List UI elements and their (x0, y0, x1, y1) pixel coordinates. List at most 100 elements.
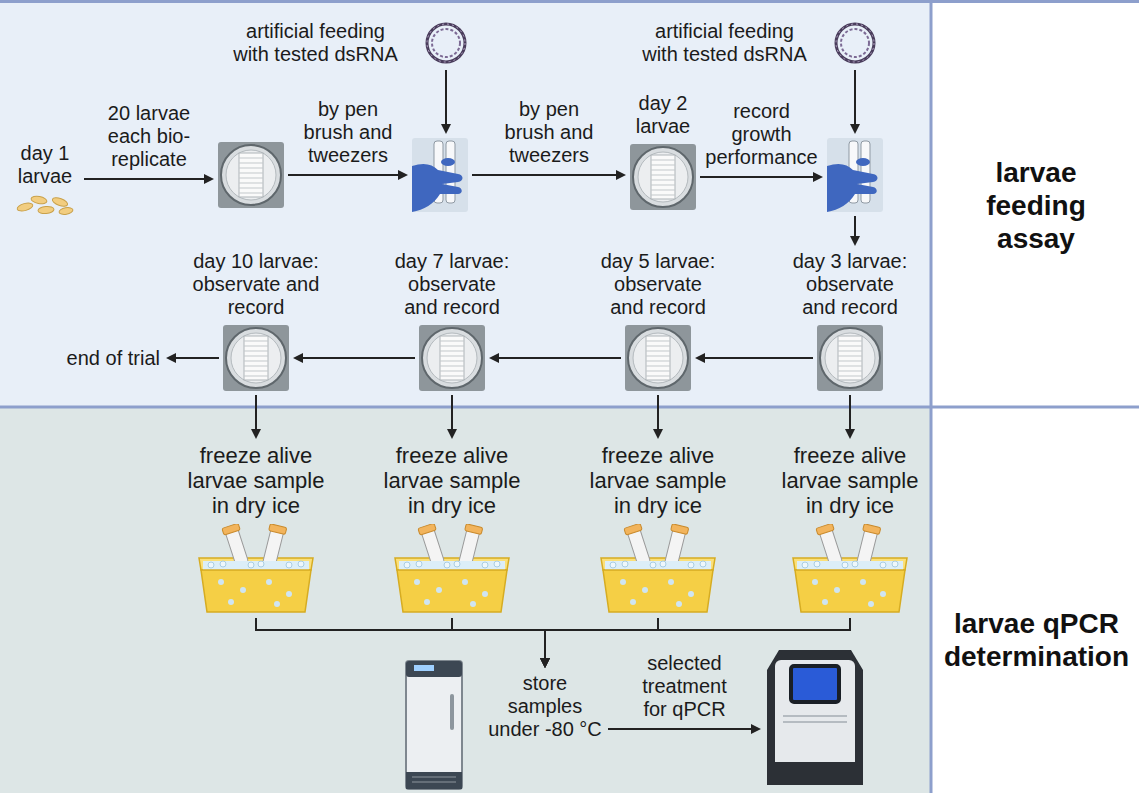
petri-dish-photo (625, 325, 691, 391)
freeze-step: freeze alive larvae sample in dry ice (377, 443, 527, 614)
arrowhead (540, 658, 550, 668)
connector-line (854, 216, 856, 238)
assay-panel: larvae feeding assayday 1 larvaeartifici… (0, 0, 1139, 407)
connector-arrow (845, 395, 855, 439)
dsrna-icon (423, 20, 469, 66)
petri-dish-photo-art (625, 325, 691, 391)
petri-dish-photo (817, 325, 883, 391)
connector-arrow (256, 618, 550, 668)
edge-label: record growth performance (704, 100, 819, 169)
connector-arrow (695, 353, 813, 363)
connector-line (703, 357, 813, 359)
connector-arrow (489, 353, 621, 363)
connector-line (854, 70, 856, 126)
qpcr-machine-art (767, 650, 863, 785)
start-step: day 1 larvae (10, 142, 80, 216)
dsrna-input: artificial feeding with tested dsRNA (228, 20, 469, 66)
larvae-icon (15, 194, 75, 216)
connector-line (608, 728, 753, 730)
node-label: freeze alive larvae sample in dry ice (775, 443, 925, 518)
edge-label: 20 larvae each bio-replicate (99, 102, 199, 171)
connector-arrow (850, 70, 860, 134)
dry-ice-box-art (199, 524, 313, 612)
observation-step: day 10 larvae: observate and record (191, 250, 321, 391)
dsrna-icon (832, 20, 878, 66)
node-label: day 7 larvae: observate and record (392, 250, 512, 319)
arrowhead (845, 429, 855, 439)
freeze-step: freeze alive larvae sample in dry ice (583, 443, 733, 614)
petri-dish-photo (419, 325, 485, 391)
arrowhead (850, 236, 860, 246)
connector-line (472, 174, 618, 176)
feeding-glove-photo (412, 138, 468, 212)
arrowhead (398, 170, 408, 180)
arrowhead (441, 124, 451, 134)
connector-arrow (447, 395, 457, 439)
connector-line (452, 618, 545, 660)
dry-ice-box (191, 524, 321, 614)
edge-label-text: record growth performance (705, 100, 817, 168)
node-label: day 1 larvae (10, 142, 80, 188)
panel-title: larvae qPCR determination (939, 607, 1134, 673)
node-label: artificial feeding with tested dsRNA (228, 20, 403, 66)
connector-arrow (293, 353, 415, 363)
feeding-step (412, 138, 468, 212)
connector-arrow (472, 170, 626, 180)
dish-step: day 2 larvae (628, 92, 698, 210)
freezer-icon (404, 660, 464, 790)
connector-line (288, 174, 400, 176)
edge-label: by pen brush and tweezers (298, 98, 398, 167)
arrowhead (489, 353, 499, 363)
petri-dish-photo (223, 325, 289, 391)
connector-line (849, 395, 851, 431)
dry-ice-box (785, 524, 915, 614)
node-label: day 10 larvae: observate and record (191, 250, 321, 319)
connector-line (445, 70, 447, 126)
qpcr-step (765, 650, 865, 785)
connector-arrow (251, 395, 261, 439)
petri-dish-photo-art (817, 325, 883, 391)
petri-dish-photo-art (419, 325, 485, 391)
connector-line (256, 618, 545, 660)
feeding-step (827, 138, 883, 212)
node-label: store samples under -80 °C (486, 672, 604, 741)
node-label: freeze alive larvae sample in dry ice (583, 443, 733, 518)
freezer-icon-art (406, 661, 462, 789)
connector-arrow (608, 724, 761, 734)
freeze-step: freeze alive larvae sample in dry ice (181, 443, 331, 614)
observation-step: day 7 larvae: observate and record (392, 250, 512, 391)
node-label: freeze alive larvae sample in dry ice (181, 443, 331, 518)
dsrna-input: artificial feeding with tested dsRNA (637, 20, 878, 66)
node-label: day 5 larvae: observate and record (598, 250, 718, 319)
assay-title-cell (931, 0, 1139, 407)
edge-label-text: by pen brush and tweezers (505, 98, 594, 166)
connector-line (497, 357, 621, 359)
connector-arrow (540, 618, 658, 668)
arrowhead (695, 353, 705, 363)
arrowhead (166, 353, 176, 363)
petri-dish-photo-art (223, 325, 289, 391)
dry-ice-box (387, 524, 517, 614)
assay-panel-fill (0, 0, 931, 407)
arrowhead (540, 658, 550, 668)
qpcr-title-cell (931, 407, 1139, 793)
dsrna-icon-art (836, 24, 874, 62)
dsrna-icon-art (427, 24, 465, 62)
arrowhead (653, 429, 663, 439)
edge-label: by pen brush and tweezers (499, 98, 599, 167)
dish-step (218, 142, 284, 208)
connector-line (657, 395, 659, 431)
connector-line (301, 357, 415, 359)
node-label: day 2 larvae (628, 92, 698, 138)
connector-arrow (441, 70, 451, 134)
connector-arrow (288, 170, 408, 180)
edge-label-text: selected treatment for qPCR (642, 652, 726, 720)
dry-ice-box-art (601, 524, 715, 612)
connector-line (84, 178, 206, 180)
connector-arrow (452, 618, 550, 668)
feeding-glove-photo (827, 138, 883, 212)
connector-arrow (653, 395, 663, 439)
